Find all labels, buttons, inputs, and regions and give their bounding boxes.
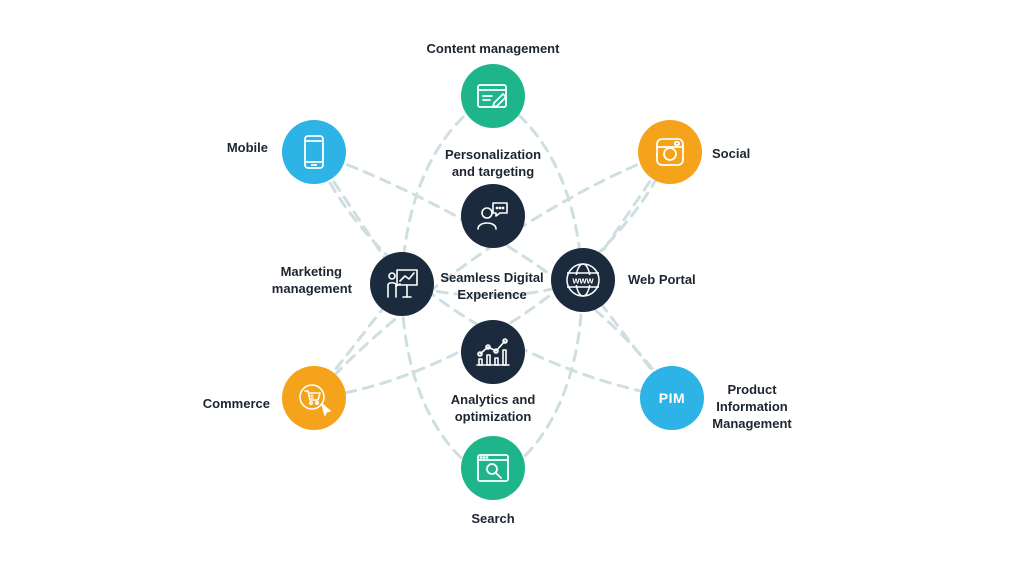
marketing-management-node bbox=[370, 252, 434, 316]
content-management-label: Content management bbox=[426, 41, 560, 56]
pim-node: PIM bbox=[640, 366, 704, 430]
analytics-node bbox=[461, 320, 525, 384]
marketing-label-line1: Marketing bbox=[280, 264, 342, 279]
commerce-label: Commerce bbox=[202, 396, 270, 411]
mobile-label: Mobile bbox=[226, 140, 268, 155]
pim-badge-text: PIM bbox=[658, 390, 686, 406]
personalization-node bbox=[461, 184, 525, 248]
svg-text:$: $ bbox=[310, 395, 314, 401]
globe-www-icon: www bbox=[566, 263, 600, 297]
svg-text:www: www bbox=[571, 276, 594, 286]
cart-cursor-icon: $ bbox=[299, 384, 331, 416]
content-management-node bbox=[461, 64, 525, 128]
smartphone-icon bbox=[304, 135, 324, 169]
browser-search-icon bbox=[477, 454, 509, 482]
personalization-label-line1: Personalization bbox=[444, 147, 542, 162]
social-label: Social bbox=[712, 146, 751, 161]
pim-label-line3: Management bbox=[712, 416, 792, 431]
social-node bbox=[638, 120, 702, 184]
center-label-line2: Experience bbox=[457, 287, 527, 302]
pim-label-line1: Product bbox=[727, 382, 777, 397]
camera-icon bbox=[656, 138, 684, 166]
person-chat-icon bbox=[477, 202, 508, 230]
analytics-label-line1: Analytics and bbox=[450, 392, 536, 407]
search-label: Search bbox=[471, 511, 515, 526]
pim-label-line2: Information bbox=[716, 399, 788, 414]
orbit-vertical bbox=[400, 94, 584, 482]
web-portal-label: Web Portal bbox=[628, 272, 696, 287]
web-portal-node: www bbox=[551, 248, 615, 312]
personalization-label-line2: and targeting bbox=[451, 164, 535, 179]
mobile-node bbox=[282, 120, 346, 184]
commerce-node: $ bbox=[282, 366, 346, 430]
browser-edit-icon bbox=[477, 84, 507, 108]
marketing-label-line2: management bbox=[271, 281, 352, 296]
analytics-label-line2: optimization bbox=[454, 409, 532, 424]
search-node bbox=[461, 436, 525, 500]
presenter-chart-icon bbox=[387, 269, 418, 298]
center-label-line1: Seamless Digital bbox=[440, 270, 544, 285]
bar-line-chart-icon bbox=[476, 338, 510, 366]
